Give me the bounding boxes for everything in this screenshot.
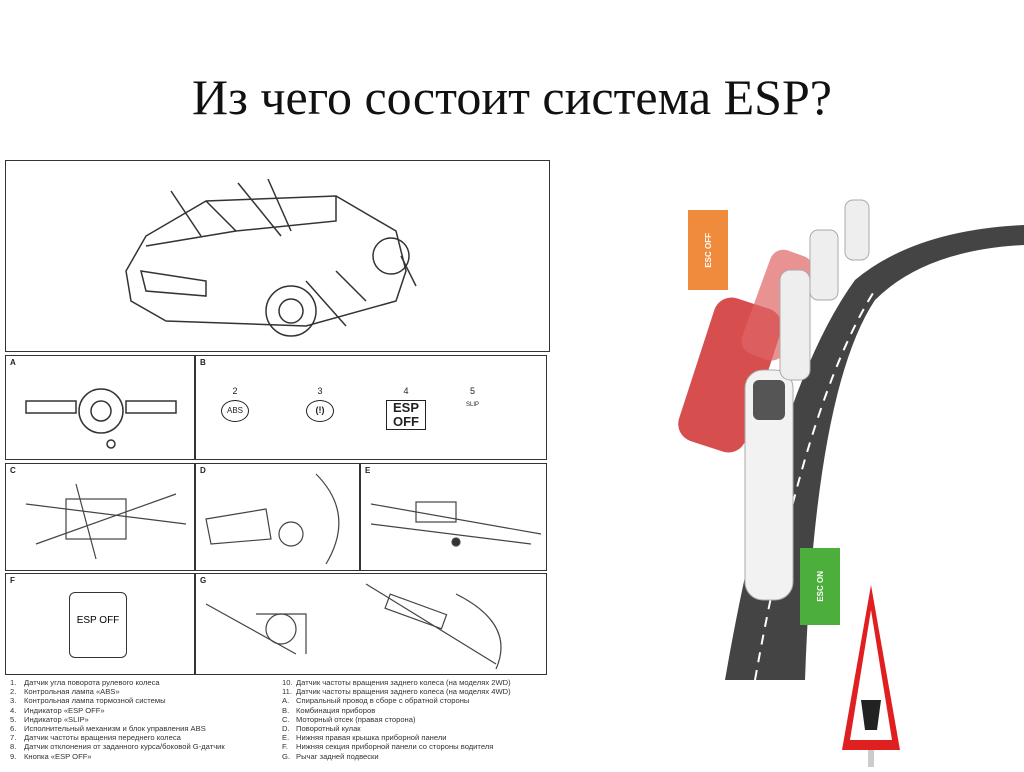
legend-item: 2.Контрольная лампа «ABS»	[10, 687, 120, 697]
legend-item: 6.Исполнительный механизм и блок управле…	[10, 724, 206, 734]
legend-item: 1.Датчик угла поворота рулевого колеса	[10, 678, 160, 687]
road	[725, 225, 1024, 680]
legend-item: 5.Индикатор «SLIP»	[10, 714, 89, 724]
panel-g: G	[195, 573, 547, 675]
panel-e: E	[360, 463, 547, 571]
knuckle-drawing	[205, 473, 340, 565]
rear-suspension-drawing	[205, 583, 502, 670]
legend-item: 3.Контрольная лампа тормозной системы	[10, 696, 166, 706]
legend-item: F.Нижняя секция приборной панели со стор…	[282, 742, 494, 752]
skidding-car-icon	[861, 700, 881, 730]
panel-f: F ESP OFF	[5, 573, 195, 675]
legend-item: D.Поворотный кулак	[282, 724, 361, 734]
legend-item: E.Нижняя правая крышка приборной панели	[282, 733, 447, 743]
steering-sensor-drawing	[25, 388, 177, 449]
esc-off-sign: ESC OFF	[688, 210, 728, 290]
legend-item: 10.Датчик частоты вращения заднего колес…	[282, 678, 511, 687]
car-drawing	[125, 178, 417, 337]
legend-item: C.Моторный отсек (правая сторона)	[282, 714, 416, 724]
warning-sign	[842, 585, 900, 767]
panel-d: D	[195, 463, 360, 571]
legend-item: 9.Кнопка «ESP OFF»	[10, 751, 92, 761]
brake-lamp: 3(!)	[306, 386, 334, 422]
legend-item: G.Рычаг задней подвески	[282, 751, 379, 761]
esp-off-button-drawing: ESP OFF	[69, 592, 127, 658]
legend-item: 11.Датчик частоты вращения заднего колес…	[282, 687, 511, 697]
slide-title: Из чего состоит система ESP?	[192, 69, 832, 125]
road-scene	[678, 199, 1024, 767]
esp-road-illustration: ESC OFF ESC ON	[655, 190, 1024, 767]
engine-bay-drawing	[25, 483, 187, 560]
legend-item: 7.Датчик частоты вращения переднего коле…	[10, 733, 181, 743]
legend-item: 8.Датчик отклонения от заданного курса/б…	[10, 742, 225, 752]
legend-item: A.Спиральный провод в сборе с обратной с…	[282, 696, 470, 706]
esc-on-sign: ESC ON	[800, 548, 840, 625]
white-cars	[744, 199, 870, 601]
car-overview-panel	[5, 160, 550, 352]
panel-a: A	[5, 355, 195, 460]
g-sensor-drawing	[370, 501, 542, 547]
panel-c: C	[5, 463, 195, 571]
legend-item: B.Комбинация приборов	[282, 705, 376, 715]
legend-item: 4.Индикатор «ESP OFF»	[10, 705, 105, 715]
